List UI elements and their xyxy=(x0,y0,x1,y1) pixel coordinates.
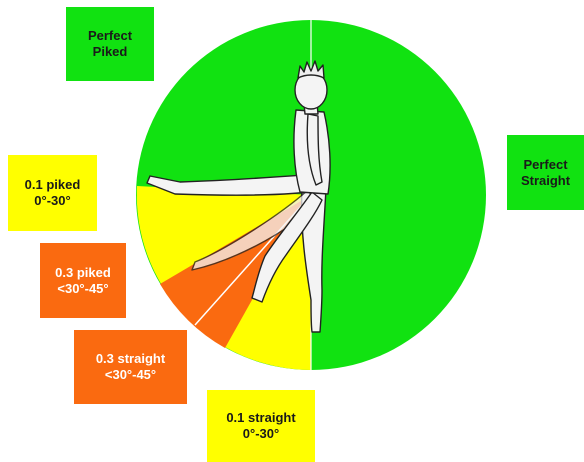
straight-0-1-line2: 0°-30° xyxy=(243,426,279,442)
perfect-piked-line2: Piked xyxy=(93,44,128,60)
straight-0-1-line1: 0.1 straight xyxy=(226,410,295,426)
perfect-piked-line1: Perfect xyxy=(88,28,132,44)
piked-0-3-label: 0.3 piked <30°-45° xyxy=(40,243,126,318)
perfect-straight-line1: Perfect xyxy=(523,157,567,173)
perfect-straight-label: Perfect Straight xyxy=(507,135,584,210)
piked-0-1-label: 0.1 piked 0°-30° xyxy=(8,155,97,231)
piked-0-1-line2: 0°-30° xyxy=(34,193,70,209)
straight-0-3-line1: 0.3 straight xyxy=(96,351,165,367)
piked-0-1-line1: 0.1 piked xyxy=(25,177,81,193)
perfect-straight-line2: Straight xyxy=(521,173,570,189)
piked-0-3-line2: <30°-45° xyxy=(57,281,108,297)
straight-0-1-label: 0.1 straight 0°-30° xyxy=(207,390,315,462)
straight-0-3-line2: <30°-45° xyxy=(105,367,156,383)
perfect-piked-label: Perfect Piked xyxy=(66,7,154,81)
straight-0-3-label: 0.3 straight <30°-45° xyxy=(74,330,187,404)
piked-0-3-line1: 0.3 piked xyxy=(55,265,111,281)
